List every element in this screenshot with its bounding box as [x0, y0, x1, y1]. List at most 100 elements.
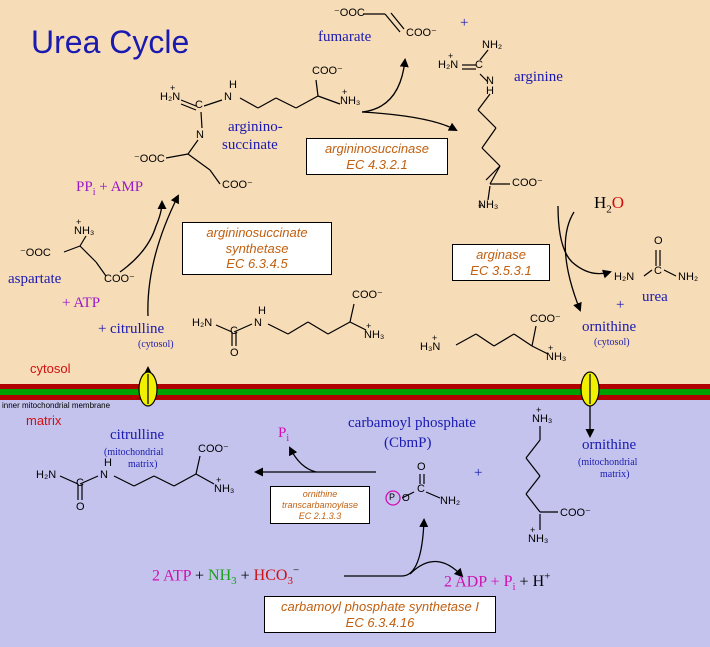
citr-cyt-c: C	[230, 325, 238, 337]
argininosuccinate-label-1: arginino-	[228, 119, 283, 135]
cbmp-plus: +	[474, 465, 483, 481]
to-argininosuccinate-arrow	[147, 194, 179, 317]
page-title: Urea Cycle	[31, 24, 190, 60]
as-n2: N	[196, 129, 204, 141]
orn-mito-nh3-bottom-plus: +	[530, 525, 536, 535]
as-nh3-plus: +	[342, 87, 348, 97]
membrane-middle-band	[0, 389, 710, 395]
arginine-nh3: NH₃	[478, 199, 499, 211]
citrulline-cyt-bonds	[215, 303, 367, 346]
phosphate-circle-icon	[385, 490, 401, 506]
urea-c: C	[654, 265, 662, 277]
arginine-plus: +	[448, 51, 454, 61]
urea-o: O	[654, 235, 663, 247]
as-c: C	[195, 99, 203, 111]
to-pi-arrow	[289, 446, 317, 473]
argininosuccinase-name: argininosuccinase	[324, 141, 430, 156]
cps-box: carbamoyl phosphate synthetase I EC 6.3.…	[264, 596, 496, 634]
pi-label: Pi	[278, 425, 290, 444]
citr-cyt-h2n: H₂N	[192, 317, 213, 329]
arginase-ec: EC 3.5.3.1	[470, 262, 532, 278]
cytosol-region	[0, 0, 710, 384]
otc-ec: EC 2.1.3.3	[298, 510, 342, 521]
carbamoyl-phosphate-abbrev: (CbmP)	[384, 435, 432, 451]
ornithine-mito-note-1: (mitochondrial	[578, 457, 638, 468]
citrulline-cyt-label: citrulline	[110, 321, 165, 337]
orn-cyt-nh3-plus: +	[548, 343, 554, 353]
to-arginine-arrow	[361, 111, 458, 131]
aspartate-ooc: ⁻OOC	[20, 247, 51, 259]
arginine-nh2: NH₂	[482, 39, 503, 51]
fumarate-bonds	[363, 12, 405, 33]
urea-h2n: H₂N	[614, 271, 635, 283]
cbmp-o: O	[417, 461, 426, 473]
cps-ec: EC 6.3.4.16	[345, 614, 415, 630]
products-label: 2 ADP + Pi + H+	[444, 571, 551, 594]
cbmp-nh2: NH₂	[440, 495, 461, 507]
ornithine-mito-bonds	[525, 426, 558, 530]
citr-mito-o: O	[76, 501, 85, 513]
arginine-coo: COO⁻	[512, 177, 543, 189]
cbmp-o-bridge: O	[402, 493, 410, 504]
arginine-label: arginine	[514, 69, 563, 85]
cps-name: carbamoyl phosphate synthetase I	[280, 599, 479, 614]
to-urea-arrow	[557, 205, 612, 279]
orn-cyt-nh3: NH₃	[546, 351, 567, 363]
cbmp-c: C	[417, 483, 425, 495]
as-h: H	[229, 79, 237, 91]
to-ornithine-arrow	[564, 211, 582, 312]
as-nh3: NH₃	[340, 95, 361, 107]
membrane-inner-band	[0, 395, 710, 400]
to-adp-arrow	[409, 560, 464, 578]
as-synthetase-name-2: synthetase	[225, 240, 289, 256]
otc-name-1: ornithine	[302, 489, 338, 499]
citrulline-mito-note-1: (mitochondrial	[104, 447, 164, 458]
ornithine-mito-note-2: matrix)	[600, 469, 630, 480]
as-ooc-left: ⁻OOC	[134, 153, 165, 165]
otc-box: ornithine transcarbamoylase EC 2.1.3.3	[270, 486, 370, 525]
as-synthetase-ec: EC 6.3.4.5	[226, 256, 288, 272]
fumarate-coo-left: ⁻OOC	[334, 7, 365, 19]
as-coo-right: COO⁻	[222, 179, 253, 191]
urea-label: urea	[642, 289, 668, 305]
arginine-h: H	[486, 85, 494, 97]
urea-bonds	[643, 250, 677, 277]
ornithine-mito-label: ornithine	[582, 437, 637, 453]
to-fumarate-arrow	[361, 58, 409, 113]
urea-nh2: NH₂	[678, 271, 699, 283]
orn-mito-nh3-bottom: NH₃	[528, 533, 549, 545]
citr-mito-n: N	[100, 469, 108, 481]
matrix-label: matrix	[26, 413, 62, 428]
ornithine-cyt-label: ornithine	[582, 319, 637, 335]
arginine-h2n: H₂N	[438, 59, 459, 71]
aspartate-nh3: NH₃	[74, 225, 95, 237]
as-h2n: H₂N	[160, 91, 181, 103]
atp-label: + ATP	[62, 295, 101, 311]
argininosuccinate-label-2: succinate	[222, 137, 278, 153]
arginine-c: C	[475, 59, 483, 71]
citr-mito-coo: COO⁻	[198, 443, 229, 455]
as-plus: +	[170, 83, 176, 93]
aspartate-plus: +	[76, 217, 82, 227]
water-label: H2O	[594, 193, 625, 216]
orn-cyt-coo: COO⁻	[530, 313, 561, 325]
citr-cyt-h: H	[258, 305, 266, 317]
citr-cyt-nh3-plus: +	[366, 321, 372, 331]
aspartate-bonds	[63, 235, 107, 277]
citr-mito-nh3-plus: +	[216, 475, 222, 485]
fumarate-label: fumarate	[318, 29, 372, 45]
phosphate-p: P	[389, 492, 396, 502]
to-carbamoyl-arrow	[344, 518, 429, 577]
orn-mito-nh3: NH₃	[532, 413, 553, 425]
citr-mito-c: C	[76, 477, 84, 489]
citrulline-mito-note-2: matrix)	[128, 459, 158, 470]
arginine-bonds	[462, 49, 510, 201]
reaction-arrows	[119, 58, 612, 578]
orn-mito-nh3-plus: +	[536, 405, 542, 415]
arginase-name: arginase	[476, 247, 526, 262]
arginase-box: arginase EC 3.5.3.1	[452, 244, 550, 282]
citr-cyt-nh3: NH₃	[364, 329, 385, 341]
otc-name-2: transcarbamoylase	[281, 499, 359, 510]
